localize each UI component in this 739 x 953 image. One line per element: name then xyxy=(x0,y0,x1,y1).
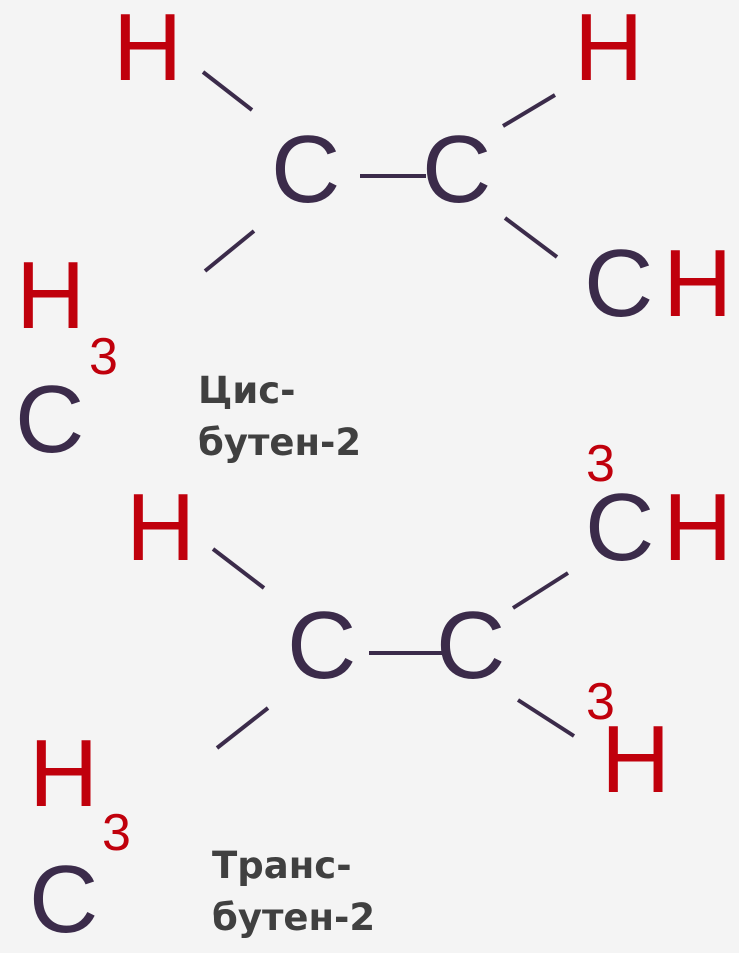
trans-methyl-carbon-right: C xyxy=(585,474,655,581)
trans-methyl-subscript-left: 3 xyxy=(102,804,131,862)
trans-carbon-left: C xyxy=(287,592,357,699)
trans-bond-top-right xyxy=(511,571,570,610)
trans-caption-line1: Транс- xyxy=(212,844,352,887)
cis-caption: Цис- бутен-2 xyxy=(198,365,361,469)
cis-methyl-subscript-right: 3 xyxy=(586,435,615,493)
cis-carbon-right: C xyxy=(422,116,492,223)
cis-caption-line2: бутен-2 xyxy=(198,420,362,464)
cis-bond-bottom-left xyxy=(203,229,256,273)
cis-methyl-hydrogen-left: H xyxy=(16,242,86,349)
trans-methyl-subscript-right: 3 xyxy=(586,673,615,731)
cis-carbon-left: C xyxy=(271,116,341,223)
trans-methyl-carbon-left: C xyxy=(29,846,99,953)
trans-carbon-right: C xyxy=(436,592,506,699)
cis-hydrogen-top-left: H xyxy=(113,0,183,101)
trans-bond-top-left xyxy=(211,547,266,590)
trans-caption-line2: бутен-2 xyxy=(212,895,376,939)
cis-caption-line1: Цис- xyxy=(198,369,296,412)
trans-methyl-hydrogen-right: H xyxy=(663,474,733,581)
trans-caption: Транс- бутен-2 xyxy=(212,840,375,944)
trans-bond-bottom-right xyxy=(516,698,576,738)
cis-methyl-subscript-left: 3 xyxy=(89,328,118,386)
trans-methyl-hydrogen-left: H xyxy=(29,720,99,827)
cis-hydrogen-top-right: H xyxy=(574,0,644,101)
cis-bond-bottom-right xyxy=(503,216,559,259)
cis-methyl-hydrogen-right: H xyxy=(663,230,733,337)
cis-bond-top-left xyxy=(201,70,254,112)
trans-hydrogen-bottom-right: H xyxy=(601,706,671,813)
trans-bond-bottom-left xyxy=(215,706,270,750)
cis-bond-top-right xyxy=(501,93,557,128)
cis-methyl-carbon-left: C xyxy=(15,366,85,473)
cis-methyl-carbon-right: C xyxy=(584,230,654,337)
trans-hydrogen-top-left: H xyxy=(126,474,196,581)
